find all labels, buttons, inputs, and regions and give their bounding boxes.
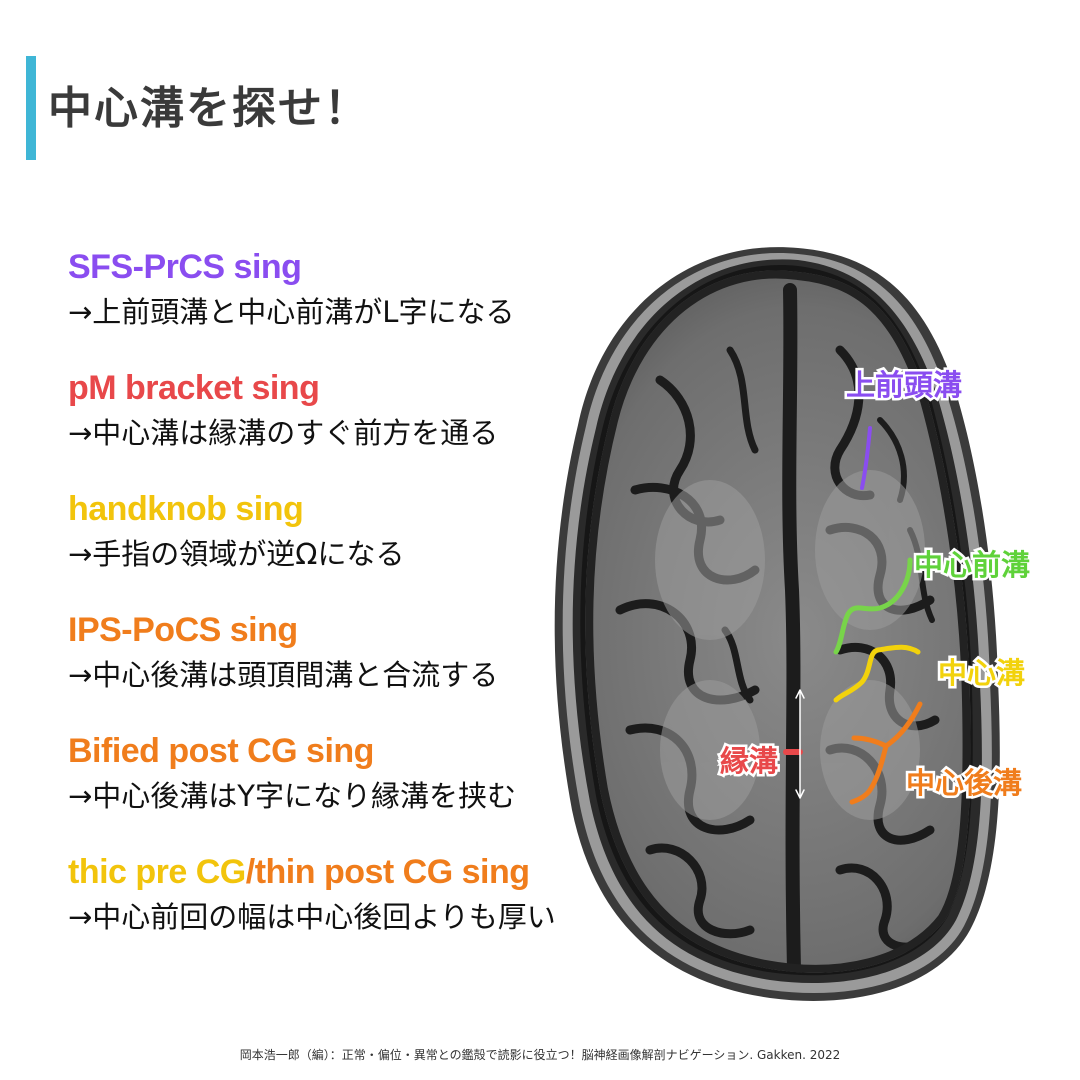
sign-description: →手指の領域が逆Ωになる (68, 537, 405, 571)
sign-item: IPS-PoCS sing →中心後溝は頭頂間溝と合流する (68, 607, 588, 728)
sign-item: Bified post CG sing →中心後溝はY字になり縁溝を挟む (68, 728, 588, 849)
central-sulcus-line (833, 644, 921, 703)
postcentral-sulcus-line (849, 701, 923, 805)
precentral-sulcus-line (833, 557, 913, 655)
sign-item: handknob sing →手指の領域が逆Ωになる (68, 486, 588, 607)
sign-name-part: thic pre CG (68, 853, 246, 891)
sign-name: IPS-PoCS sing (68, 611, 298, 649)
superior-frontal-sulcus-line (860, 426, 872, 490)
sign-name: SFS-PrCS sing (68, 248, 302, 286)
brain-mri-image (554, 247, 1000, 1001)
sign-name: pM bracket sing (68, 369, 320, 407)
title-accent-bar (26, 56, 36, 160)
marginal-sulcus-bracket (795, 689, 805, 799)
label-marginal-sulcus: 縁溝 (717, 742, 780, 781)
citation: 岡本浩一郎（編）：正常・偏位・異常との鑑殻で読影に役立つ！脳神経画像解剖ナビゲー… (239, 1048, 841, 1062)
label-postcentral-sulcus: 中心後溝 (903, 764, 1024, 803)
sign-name: thic pre CG/thin post CG sing (68, 849, 588, 895)
sign-description: →中心溝は縁溝のすぐ前方を通る (68, 416, 499, 450)
sign-item: pM bracket sing →中心溝は縁溝のすぐ前方を通る (68, 365, 588, 486)
sign-item: thic pre CG/thin post CG sing →中心前回の幅は中心… (68, 849, 588, 970)
slide-title: 中心溝を探せ！ (48, 83, 370, 134)
sign-description: →中心後溝は頭頂間溝と合流する (68, 658, 499, 692)
sign-name: handknob sing (68, 490, 304, 528)
sulcus-annotations (783, 426, 923, 805)
sign-item: SFS-PrCS sing →上前頭溝と中心前溝がL字になる (68, 244, 588, 365)
sign-description: →中心前回の幅は中心後回よりも厚い (68, 900, 556, 934)
sign-description: →上前頭溝と中心前溝がL字になる (68, 295, 515, 329)
label-superior-frontal-sulcus: 上前頭溝 (843, 366, 964, 405)
brain-tissue (585, 270, 971, 973)
label-central-sulcus: 中心溝 (935, 654, 1027, 693)
sign-name: Bified post CG sing (68, 732, 374, 770)
sign-name-part: thin post CG sing (254, 853, 530, 891)
sign-name-separator: / (245, 853, 255, 891)
label-precentral-sulcus: 中心前溝 (911, 546, 1032, 585)
sign-list: SFS-PrCS sing →上前頭溝と中心前溝がL字になる pM bracke… (68, 244, 588, 970)
sign-description: →中心後溝はY字になり縁溝を挟む (68, 779, 517, 813)
